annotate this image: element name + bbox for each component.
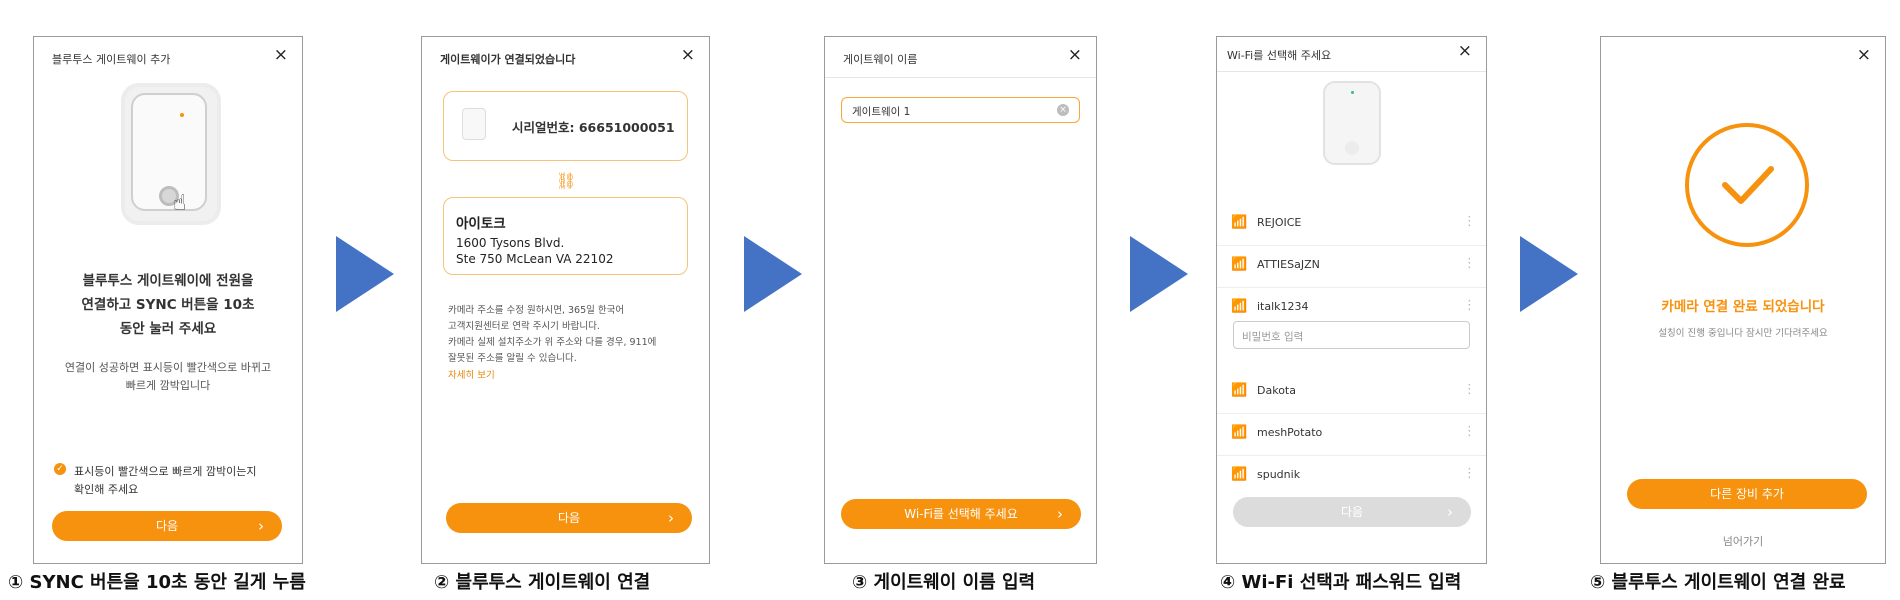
wifi-icon: 📶 [1231, 383, 1248, 398]
step-caption-2: ② 블루투스 게이트웨이 연결 [434, 572, 651, 593]
screen-gateway-name: 게이트웨이 이름 × 게이트웨이 1 × Wi-Fi를 선택해 주세요 › [824, 36, 1097, 564]
close-icon[interactable]: × [680, 45, 695, 65]
next-button-disabled[interactable]: 다음 › [1233, 497, 1471, 527]
dialog-header: 게이트웨이 이름 × [825, 37, 1096, 78]
close-icon[interactable]: × [1067, 45, 1082, 65]
gateway-icon [462, 108, 486, 140]
hand-pointer-icon: ☝ [173, 191, 187, 216]
address-card: 아이토크 1600 Tysons Blvd. Ste 750 McLean VA… [443, 197, 688, 275]
more-options-icon[interactable]: ⋮ [1463, 424, 1476, 439]
wifi-network-item[interactable]: 📶 spudnik ⋮ [1231, 466, 1476, 482]
screen-connection-complete: × 카메라 연결 완료 되었습니다 설칭이 진행 중입니다 잠시만 기다려주세요… [1600, 36, 1886, 564]
address-notice: 카메라 주소를 수정 원하시면, 365일 한국어 고객지원센터로 연락 주시기… [448, 305, 657, 364]
status-led [1351, 91, 1354, 94]
more-options-icon[interactable]: ⋮ [1463, 466, 1476, 481]
step-caption-3: ③ 게이트웨이 이름 입력 [852, 572, 1036, 593]
next-button[interactable]: 다음 › [446, 503, 692, 533]
gateway-name-input[interactable]: 게이트웨이 1 × [841, 97, 1080, 123]
wifi-icon: 📶 [1231, 215, 1248, 230]
dialog-header: 게이트웨이가 연결되었습니다 × [422, 37, 709, 77]
serial-number: 시리얼번호: 66651000051 [512, 120, 675, 135]
wifi-icon: 📶 [1231, 467, 1248, 482]
address-line-2: Ste 750 McLean VA 22102 [456, 252, 614, 266]
dialog-title: 블루투스 게이트웨이 추가 [52, 53, 171, 66]
add-device-button[interactable]: 다른 장비 추가 [1627, 479, 1867, 509]
wifi-password-input[interactable]: 비밀번호 입력 [1233, 321, 1470, 349]
more-options-icon[interactable]: ⋮ [1463, 382, 1476, 397]
chevron-right-icon: › [258, 517, 264, 535]
screen-add-bluetooth-gateway: 블루투스 게이트웨이 추가 × ☝ 블루투스 게이트웨이에 전원을 연결하고 S… [33, 36, 303, 564]
step-arrow-2 [744, 236, 802, 312]
dialog-header: × [1601, 37, 1885, 77]
wifi-icon: 📶 [1231, 257, 1248, 272]
step-arrow-4 [1520, 236, 1578, 312]
dialog-header: Wi-Fi를 선택해 주세요 × [1217, 37, 1486, 72]
gateway-device-illustration: ☝ [121, 83, 221, 225]
dialog-title: 게이트웨이 이름 [843, 53, 918, 66]
more-link[interactable]: 자세히 보기 [448, 370, 495, 381]
chevron-right-icon: › [1447, 503, 1453, 521]
skip-link[interactable]: 넘어가기 [1722, 535, 1764, 548]
dialog-header: 블루투스 게이트웨이 추가 × [34, 37, 302, 77]
complete-subtitle: 설칭이 진행 중입니다 잠시만 기다려주세요 [1658, 328, 1828, 339]
more-options-icon[interactable]: ⋮ [1463, 256, 1476, 271]
close-icon[interactable]: × [273, 45, 288, 65]
next-button[interactable]: 다음 › [52, 511, 282, 541]
checkbox-confirm[interactable]: ✓ [54, 463, 66, 475]
close-icon[interactable]: × [1856, 45, 1871, 65]
checkbox-label: 표시등이 빨간색으로 빠르게 깜박이는지 확인해 주세요 [74, 465, 257, 496]
more-options-icon[interactable]: ⋮ [1463, 298, 1476, 313]
screen-select-wifi: Wi-Fi를 선택해 주세요 × 📶 REJOICE ⋮ 📶 ATTIESaJZ… [1216, 36, 1487, 564]
step-arrow-1 [336, 236, 394, 312]
step-caption-1: ① SYNC 버튼을 10초 동안 길게 누름 [8, 572, 306, 593]
link-icon: ⛓ [556, 171, 577, 190]
serial-card: 시리얼번호: 66651000051 [443, 91, 688, 161]
sync-button-illustration [159, 186, 179, 206]
address-line-1: 1600 Tysons Blvd. [456, 236, 565, 250]
hint-text: 연결이 성공하면 표시등이 빨간색으로 바뀌고 빠르게 깜박입니다 [64, 361, 272, 392]
address-name: 아이토크 [456, 216, 506, 232]
gateway-device-illustration [1323, 81, 1381, 165]
wifi-icon: 📶 [1231, 425, 1248, 440]
more-options-icon[interactable]: ⋮ [1463, 214, 1476, 229]
sync-button-illustration [1345, 141, 1359, 155]
wifi-network-item-selected[interactable]: 📶 italk1234 ⋮ [1231, 298, 1476, 314]
chevron-right-icon: › [1057, 505, 1063, 523]
complete-title: 카메라 연결 완료 되었습니다 [1661, 299, 1825, 315]
step-caption-5: ⑤ 블루투스 게이트웨이 연결 완료 [1590, 572, 1846, 593]
wifi-network-item[interactable]: 📶 REJOICE ⋮ [1217, 203, 1486, 246]
checkmark-icon [1685, 123, 1809, 247]
status-led [180, 113, 184, 117]
dialog-title: Wi-Fi를 선택해 주세요 [1227, 49, 1332, 62]
select-wifi-button[interactable]: Wi-Fi를 선택해 주세요 › [841, 499, 1081, 529]
wifi-network-item[interactable]: 📶 Dakota ⋮ [1217, 371, 1486, 414]
wifi-network-item[interactable]: 📶 ATTIESaJZN ⋮ [1217, 245, 1486, 288]
chevron-right-icon: › [668, 509, 674, 527]
instruction-text: 블루투스 게이트웨이에 전원을 연결하고 SYNC 버튼을 10초 동안 눌러 … [81, 273, 255, 337]
dialog-title: 게이트웨이가 연결되었습니다 [440, 53, 576, 66]
screen-gateway-connected: 게이트웨이가 연결되었습니다 × 시리얼번호: 66651000051 ⛓ 아이… [421, 36, 710, 564]
wifi-icon: 📶 [1231, 299, 1248, 314]
step-caption-4: ④ Wi-Fi 선택과 패스워드 입력 [1220, 572, 1462, 593]
step-arrow-3 [1130, 236, 1188, 312]
wifi-network-item[interactable]: 📶 meshPotato ⋮ [1217, 413, 1486, 456]
clear-icon[interactable]: × [1057, 104, 1069, 116]
close-icon[interactable]: × [1457, 41, 1472, 61]
